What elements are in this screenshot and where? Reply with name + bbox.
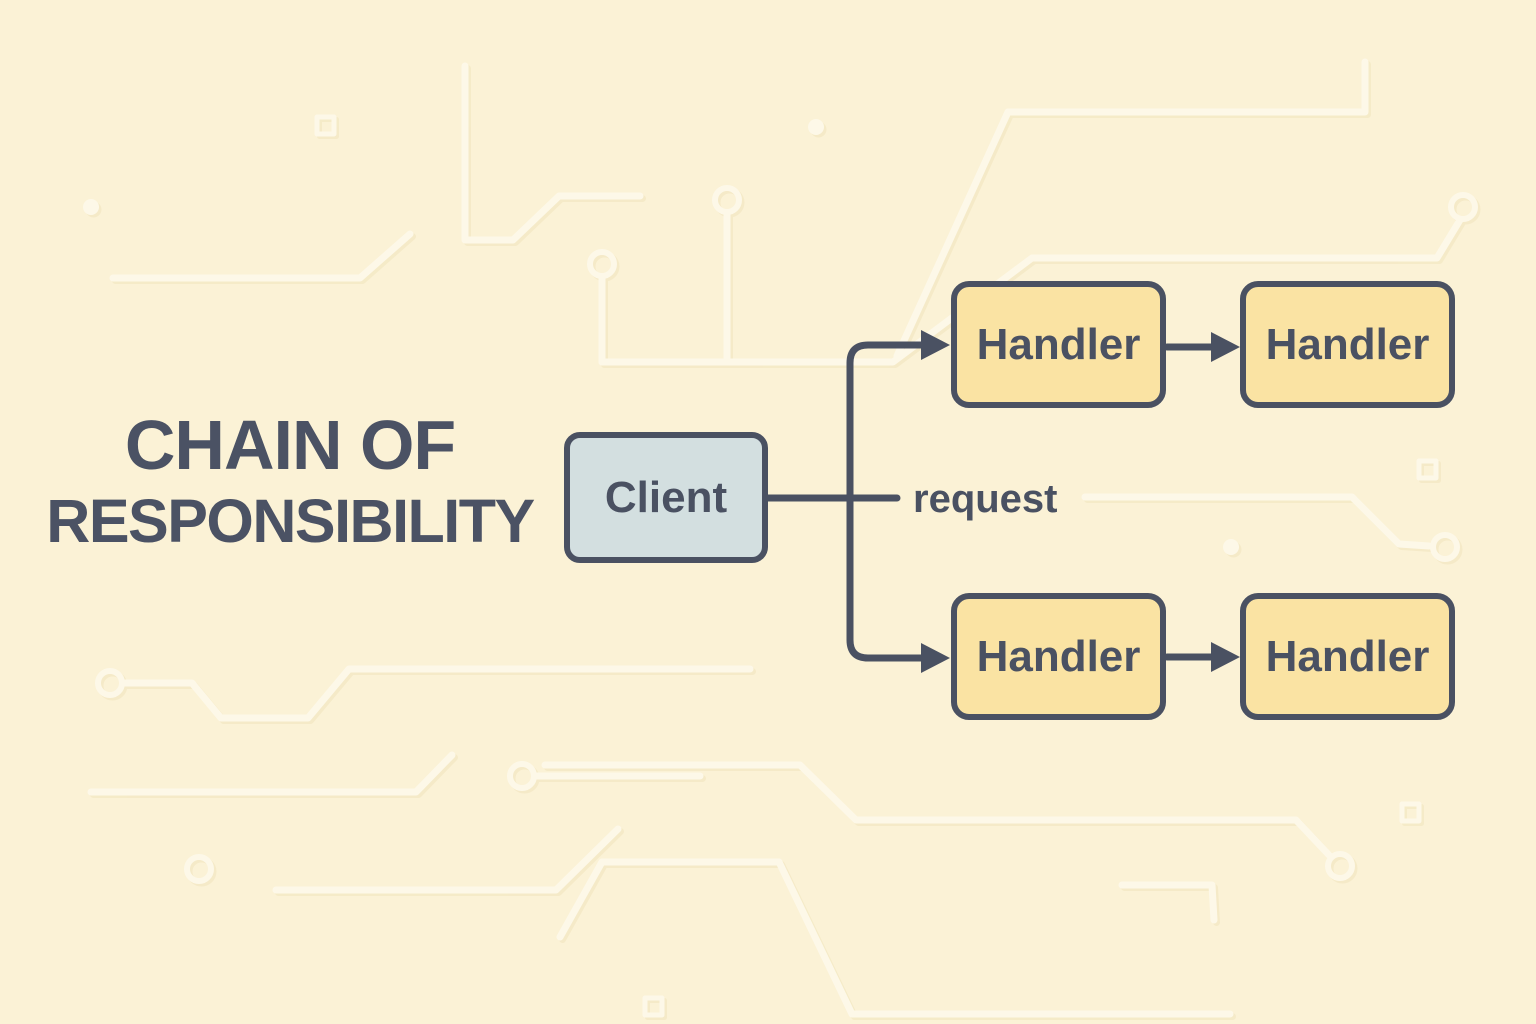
title-line-1: CHAIN OF [124,406,456,484]
client-node-label: Client [604,472,728,522]
request-edge-label: request [913,477,1058,521]
edge-branch [846,341,942,662]
diagram-title: CHAIN OF RESPONSIBILITY [30,410,550,552]
handler-node-top-2: Handler [1240,281,1455,408]
arrowhead-top-branch [921,330,950,360]
client-node: Client [564,432,768,563]
arrowhead-bottom-branch [921,643,950,673]
arrowhead-top-chain [1211,332,1240,362]
handler-node-bottom-2: Handler [1240,593,1455,720]
handler-node-label: Handler [976,631,1141,681]
title-line-2: RESPONSIBILITY [46,487,535,555]
handler-node-label: Handler [1265,319,1430,369]
arrowhead-bottom-chain [1211,642,1240,672]
handler-node-top-1: Handler [951,281,1166,408]
handler-node-bottom-1: Handler [951,593,1166,720]
handler-node-label: Handler [1265,631,1430,681]
handler-node-label: Handler [976,319,1141,369]
